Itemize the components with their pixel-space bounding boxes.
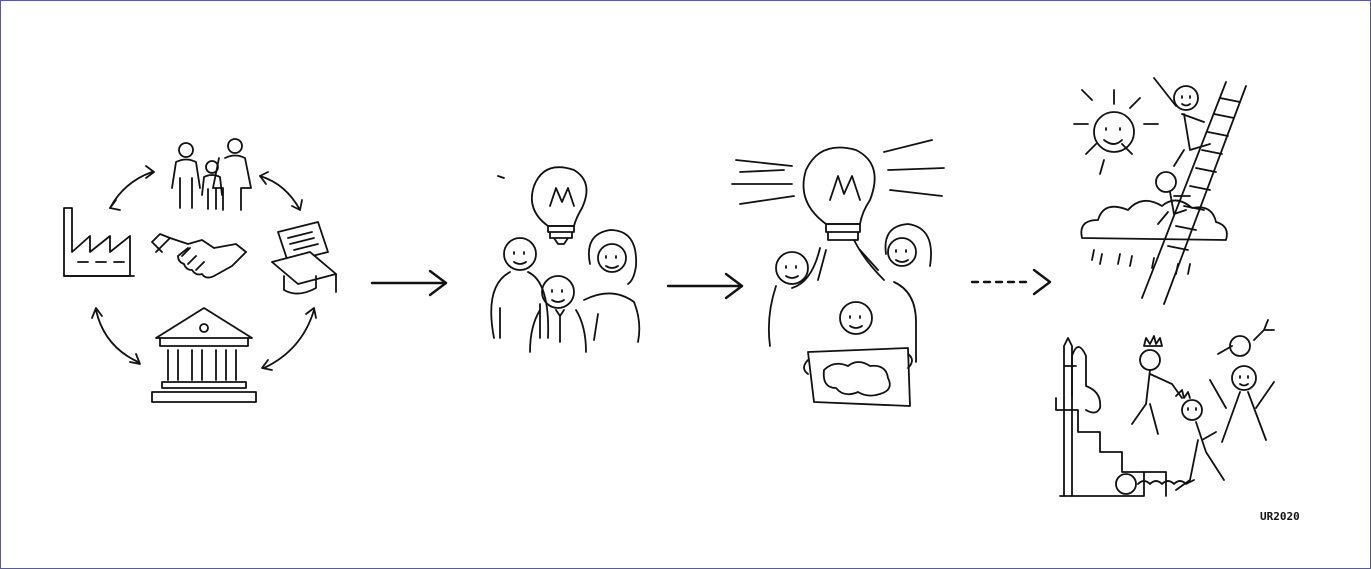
outcome-liberation: UR2020 (1056, 320, 1300, 523)
ladder-climbers-icon (1142, 78, 1246, 304)
idea-group (491, 167, 639, 352)
outcome-ascent (1074, 78, 1246, 304)
group-icon (491, 230, 639, 352)
freed-prisoner-icon (1116, 320, 1274, 494)
arrow-connector-2 (668, 274, 742, 298)
artist-signature: UR2020 (1260, 510, 1300, 523)
factory-icon (64, 208, 134, 276)
ecosystem-cycle (64, 139, 336, 402)
graduation-document-icon (272, 222, 336, 294)
handshake-icon (152, 234, 246, 278)
staircase-king-icon (1056, 336, 1190, 496)
cloud-icon (1081, 200, 1227, 274)
group-holding-map-icon (769, 224, 931, 406)
family-icon (172, 139, 251, 210)
arrow-connector-1 (372, 271, 446, 295)
lightbulb-icon (498, 167, 587, 244)
collaboration-group (732, 140, 944, 406)
government-building-icon (152, 308, 256, 402)
dashed-arrow-connector (972, 270, 1050, 294)
sun-icon (1074, 90, 1158, 174)
